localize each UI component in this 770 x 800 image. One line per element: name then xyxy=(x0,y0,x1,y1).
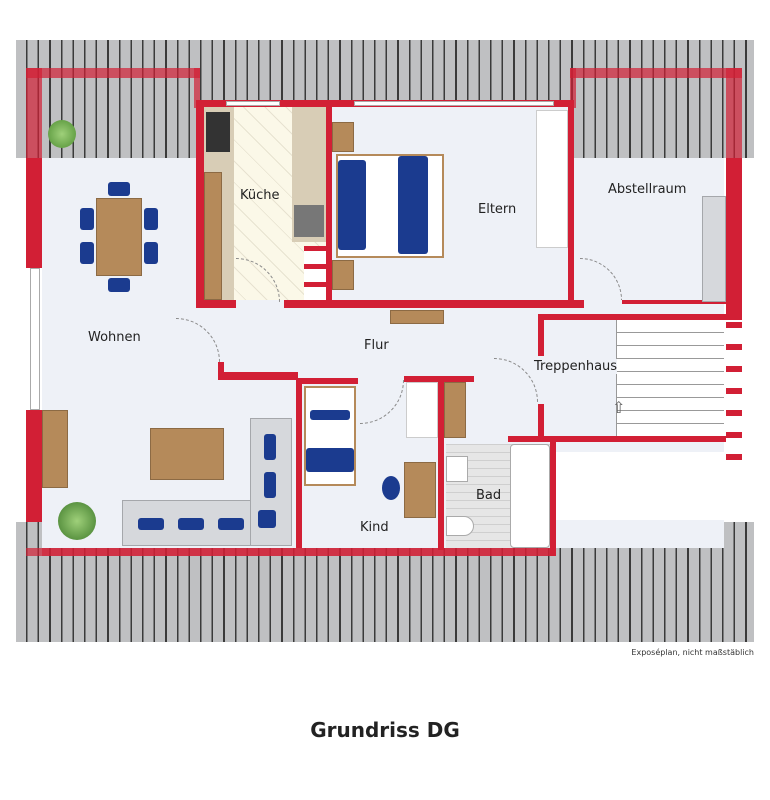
wall-kind-left xyxy=(296,378,302,548)
wall-top-right xyxy=(570,68,742,78)
wall-bottom-solid xyxy=(42,548,556,556)
chair xyxy=(108,182,130,196)
stair-white-area xyxy=(556,452,724,520)
wall-right-upper xyxy=(726,68,742,158)
wardrobe xyxy=(536,110,568,248)
room-label-kueche: Küche xyxy=(240,188,280,203)
wall-stair-bottom xyxy=(508,436,726,442)
kid-bed-pillow xyxy=(310,410,350,420)
wall-wohnen-flur xyxy=(218,372,298,380)
wall-wohnen-stub xyxy=(218,362,224,380)
window-kitchen[interactable] xyxy=(226,101,280,106)
stair-arrow-icon: ⇧ xyxy=(612,398,626,417)
staircase[interactable] xyxy=(616,320,724,436)
wall-left-upper xyxy=(26,68,42,158)
wall-stair-left xyxy=(538,314,544,356)
room-label-kind: Kind xyxy=(360,520,389,535)
dining-table xyxy=(96,198,142,276)
nightstand-bottom xyxy=(332,260,354,290)
cushion xyxy=(264,434,276,460)
wall-kitchen-left xyxy=(196,100,204,308)
room-label-bad: Bad xyxy=(476,488,502,503)
bathtub xyxy=(510,444,550,548)
toilet xyxy=(446,516,474,536)
wall-flur-top-a xyxy=(196,300,236,308)
coffee-table xyxy=(150,428,224,480)
chair xyxy=(144,208,158,230)
wall-left xyxy=(26,158,42,268)
nightstand-top xyxy=(332,122,354,152)
scale-note: Exposéplan, nicht maßstäblich xyxy=(631,648,754,657)
wall-kind-top xyxy=(298,378,358,384)
kid-bed-blanket xyxy=(306,448,354,472)
room-label-wohnen: Wohnen xyxy=(88,330,141,345)
window-left[interactable] xyxy=(30,268,40,410)
washbasin xyxy=(446,456,468,482)
wall-left-lower xyxy=(26,410,42,522)
wall-top-left xyxy=(26,68,200,78)
kitchen-cabinets xyxy=(204,172,222,300)
wall-stair-left-low xyxy=(538,404,544,438)
wall-connector-left xyxy=(194,68,200,108)
shelf-unit xyxy=(304,246,326,300)
room-label-abstellraum: Abstellraum xyxy=(608,182,687,197)
wall-right xyxy=(726,158,742,320)
plant-icon xyxy=(58,502,96,540)
cushion xyxy=(138,518,164,530)
window-eltern[interactable] xyxy=(354,101,554,106)
bed-blanket-right xyxy=(398,156,428,254)
wall-eltern-right xyxy=(568,100,574,304)
sink xyxy=(206,112,230,152)
kind-shelf xyxy=(444,382,466,438)
wall-kitchen-right xyxy=(326,100,332,308)
chair xyxy=(144,242,158,264)
chair xyxy=(80,208,94,230)
plant-icon xyxy=(48,120,76,148)
cushion xyxy=(258,510,276,528)
wall-flur-top-c xyxy=(622,300,726,304)
cushion xyxy=(218,518,244,530)
plan-title: Grundriss DG xyxy=(310,718,460,742)
cushion xyxy=(178,518,204,530)
cushion xyxy=(264,472,276,498)
room-label-eltern: Eltern xyxy=(478,202,517,217)
wall-kind-right xyxy=(438,380,444,550)
kind-wardrobe xyxy=(406,382,438,438)
flur-sideboard xyxy=(390,310,444,324)
wall-stair-top xyxy=(540,314,726,320)
bed-blanket-left xyxy=(338,160,366,250)
desk xyxy=(404,462,436,518)
room-label-treppenhaus: Treppenhaus xyxy=(534,359,618,374)
abstellraum-shelf xyxy=(702,196,726,302)
chair xyxy=(80,242,94,264)
chair xyxy=(108,278,130,292)
wall-flur-top-b xyxy=(284,300,584,308)
tv-sideboard xyxy=(42,410,68,488)
wall-connector-right xyxy=(570,68,576,108)
room-label-flur: Flur xyxy=(364,338,389,353)
stove xyxy=(294,205,324,237)
desk-chair xyxy=(382,476,400,500)
wall-kind-top-b xyxy=(404,376,474,382)
wall-bath-right xyxy=(550,438,556,556)
wall-right-low xyxy=(726,320,742,460)
